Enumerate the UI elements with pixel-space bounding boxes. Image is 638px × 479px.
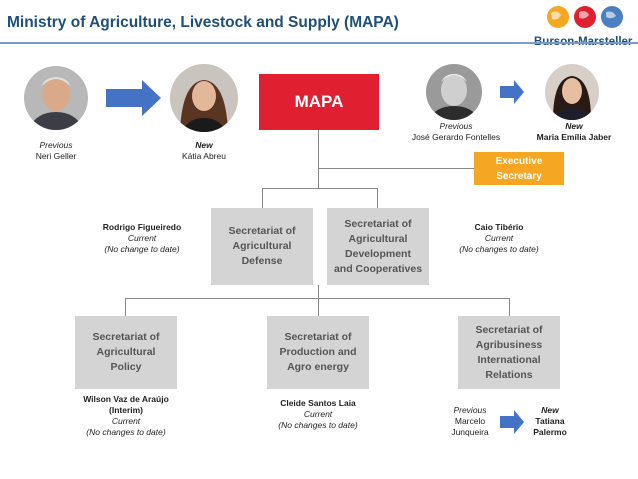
globe-logo-icon xyxy=(547,6,623,28)
person-name: Rodrigo Figueiredo xyxy=(102,222,182,232)
previous-minister-name: Neri Geller xyxy=(35,151,77,161)
international-node: Secretariat of Agribusiness Internationa… xyxy=(458,316,560,389)
production-node: Secretariat of Production and Agro energ… xyxy=(267,316,369,389)
previous-name: Marcelo Junqueira xyxy=(451,416,489,437)
connector-line xyxy=(318,285,319,298)
connector-line xyxy=(262,188,378,189)
connector-line xyxy=(509,298,510,316)
new-name: Tatiana Palermo xyxy=(533,416,567,437)
international-new-caption: New Tatiana Palermo xyxy=(524,405,576,438)
new-minister-name: Kátia Abreu xyxy=(182,151,226,161)
connector-line xyxy=(125,298,126,316)
person-note: (No changes to date) xyxy=(86,427,166,437)
person-status: Current xyxy=(127,233,157,243)
previous-minister-photo xyxy=(24,66,88,130)
person-status: Current xyxy=(111,416,141,426)
policy-node: Secretariat of Agricultural Policy xyxy=(75,316,177,389)
person-name: Wilson Vaz de Araújo (Interim) xyxy=(83,394,169,415)
person-note: (No change to date) xyxy=(104,244,180,254)
policy-person-caption: Wilson Vaz de Araújo (Interim) Current (… xyxy=(70,394,182,438)
new-label: New xyxy=(565,121,583,131)
arrow-right-icon xyxy=(500,410,524,434)
connector-line xyxy=(318,298,319,316)
previous-executive-caption: Previous José Gerardo Fontelles xyxy=(398,121,514,143)
mapa-node: MAPA xyxy=(259,74,379,130)
previous-executive-name: José Gerardo Fontelles xyxy=(411,132,501,142)
executive-secretary-node: Executive Secretary xyxy=(474,152,564,185)
defense-node: Secretariat of Agricultural Defense xyxy=(211,208,313,285)
header-divider xyxy=(0,42,638,44)
new-minister-caption: New Kátia Abreu xyxy=(165,140,243,162)
person-note: (No changes to date) xyxy=(459,244,539,254)
arrow-right-icon xyxy=(500,80,524,104)
connector-line xyxy=(377,188,378,208)
person-status: Current xyxy=(484,233,514,243)
new-label: New xyxy=(195,140,213,150)
connector-line xyxy=(262,188,263,208)
development-node: Secretariat of Agricultural Development … xyxy=(327,208,429,285)
previous-label: Previous xyxy=(439,121,473,131)
new-executive-name: Maria Emília Jaber xyxy=(536,132,612,142)
person-name: Caio Tibério xyxy=(474,222,524,232)
person-note: (No changes to date) xyxy=(278,420,358,430)
previous-minister-caption: Previous Neri Geller xyxy=(18,140,94,162)
new-executive-photo xyxy=(545,64,599,120)
previous-label: Previous xyxy=(453,405,487,415)
previous-executive-photo xyxy=(426,64,482,120)
person-status: Current xyxy=(303,409,333,419)
page-title: Ministry of Agriculture, Livestock and S… xyxy=(7,14,399,31)
new-minister-photo xyxy=(170,64,238,132)
development-person-caption: Caio Tibério Current (No changes to date… xyxy=(446,222,552,255)
defense-person-caption: Rodrigo Figueiredo Current (No change to… xyxy=(86,222,198,255)
connector-line xyxy=(318,168,474,169)
arrow-right-icon xyxy=(106,80,161,116)
new-executive-caption: New Maria Emília Jaber xyxy=(528,121,620,143)
person-name: Cleide Santos Laia xyxy=(280,398,356,408)
new-label: New xyxy=(541,405,559,415)
connector-line xyxy=(318,130,319,188)
international-previous-caption: Previous Marcelo Junqueira xyxy=(440,405,500,438)
connector-line xyxy=(318,208,319,285)
previous-label: Previous xyxy=(39,140,73,150)
production-person-caption: Cleide Santos Laia Current (No changes t… xyxy=(262,398,374,431)
connector-line xyxy=(125,298,510,299)
